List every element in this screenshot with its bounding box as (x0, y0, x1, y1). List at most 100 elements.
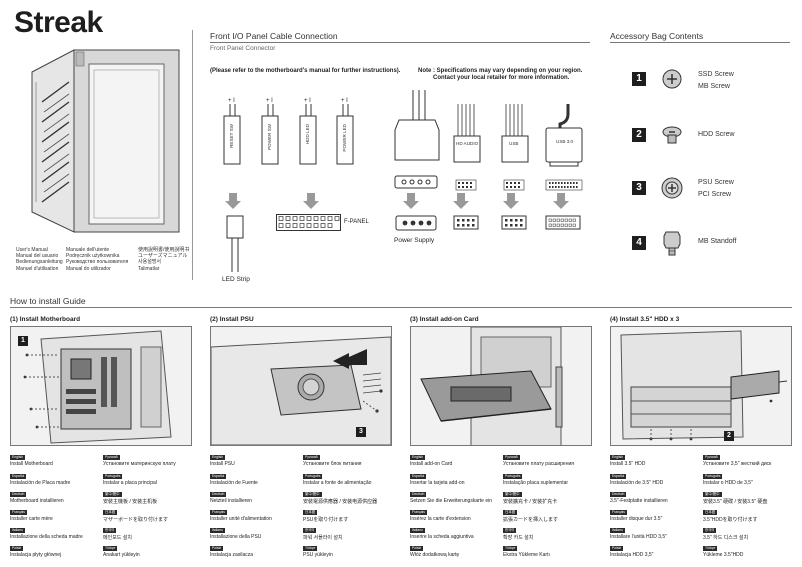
language-tag: Français (10, 510, 28, 515)
language-text: Instalación de 3.5" HDD (610, 480, 664, 486)
language-tag: Português (703, 474, 723, 479)
language-text: 3.5"HDDを取り付けます (703, 517, 758, 523)
language-text: 파워 서플라이 설치 (303, 535, 343, 541)
heading-rule (610, 42, 790, 43)
power-supply-label: Power Supply (394, 237, 435, 244)
language-tag: 한국어 (503, 528, 517, 533)
manual-label: Talimatlar (138, 265, 160, 272)
language-tag: Italiano (610, 528, 625, 533)
language-tag: Polski (410, 546, 424, 551)
polarity-label: + I (304, 98, 311, 104)
language-tag: Deutsch (410, 492, 427, 497)
language-text: 메인보드 설치 (103, 535, 132, 541)
accessory-number: 1 (632, 72, 646, 86)
step-callout: 2 (724, 431, 734, 441)
mb-standoff-icon (663, 231, 681, 256)
language-text: 安裝擴充卡 / 安装扩充卡 (503, 499, 558, 505)
language-text: Instalación de Placa madre (10, 480, 71, 486)
language-text: Instalar o HDD de 3,5" (703, 480, 753, 486)
language-text: Insertar la tarjeta add-on (410, 480, 465, 486)
language-text: Inserire la scheda aggiuntiva (410, 534, 474, 540)
language-tag: Türkçe (503, 546, 518, 551)
language-text: Installazione della PSU (210, 534, 262, 540)
front-io-subheading: Front Panel Connector (210, 45, 276, 52)
language-text: Install Motherboard (10, 461, 53, 467)
language-text: 3.5" 하드 디스크 설치 (703, 535, 749, 541)
language-text: Instalación de Fuente (210, 480, 258, 486)
language-tag: English (210, 455, 226, 460)
language-text: Installer disque dur 3.5" (610, 516, 663, 522)
led-strip-connector (226, 215, 244, 272)
language-text: Yükleme 3.5"HDD (703, 552, 744, 558)
psu-screw-icon (661, 177, 683, 199)
language-text: Instalacja HDD 3,5" (610, 552, 654, 558)
language-tag: 한국어 (303, 528, 317, 533)
accessory-label: HDD Screw (698, 129, 735, 141)
connector-power-sw: + I (266, 98, 273, 104)
language-text: Installer carte mère (10, 516, 53, 522)
accessory-line: PCI Screw (698, 191, 732, 198)
language-tag: Русский (303, 455, 320, 460)
manual-label: Manual del usuario (16, 253, 59, 260)
language-tag: Italiano (210, 528, 225, 533)
language-tag: Русский (103, 455, 120, 460)
language-text: Install 3.5" HDD (610, 461, 646, 467)
language-tag: 繁中/簡中 (703, 492, 722, 497)
divider (192, 30, 193, 280)
language-tag: Русский (503, 455, 520, 460)
language-tag: Italiano (10, 528, 25, 533)
language-text: Installer unité d'alimentation (210, 516, 272, 522)
ssd-screw-icon (662, 69, 682, 89)
language-tag: Polski (610, 546, 624, 551)
language-tag: Italiano (410, 528, 425, 533)
language-tag: 繁中/簡中 (503, 492, 522, 497)
language-text: Installare l'unità HDD 3,5" (610, 534, 667, 540)
language-tag: Português (503, 474, 523, 479)
language-text: Ekstra Yükleme Kartı (503, 552, 550, 558)
language-tag: Deutsch (210, 492, 227, 497)
fpanel-label: F-PANEL (344, 219, 369, 225)
molex-socket (395, 215, 437, 231)
step-title: (1) Install Motherboard (10, 316, 81, 323)
language-tag: Español (610, 474, 627, 479)
step-illustration-motherboard (10, 326, 192, 446)
step-illustration-psu (210, 326, 392, 446)
language-tag: Español (210, 474, 227, 479)
language-text: マザーボードを取り付けます (103, 517, 169, 523)
language-tag: Türkçe (703, 546, 718, 551)
language-text: Motherboard installieren (10, 498, 64, 504)
manual-label: Manuel d'utilisation (16, 265, 59, 272)
language-tag: Español (410, 474, 427, 479)
accessory-heading: Accessory Bag Contents (610, 31, 704, 41)
accessory-line: PSU Screw (698, 179, 734, 186)
language-tag: Polski (210, 546, 224, 551)
usb-label: USB (509, 141, 519, 146)
language-text: Instalacja płyty głównej (10, 552, 62, 558)
language-tag: Deutsch (10, 492, 27, 497)
language-text: 安裝主機板 / 安装主机板 (103, 499, 158, 505)
language-tag: 日本語 (103, 510, 118, 515)
connector-label: RESET SW (229, 124, 234, 148)
polarity-label: + I (341, 98, 348, 104)
language-text: Install add-on Card (410, 461, 453, 467)
fpanel-header (276, 214, 341, 231)
language-text: Netzteil installieren (210, 498, 252, 504)
connector-power-led: + I (341, 98, 348, 104)
accessory-line: MB Standoff (698, 238, 737, 245)
step-callout: 1 (18, 336, 28, 346)
accessory-label: SSD Screw MB Screw (698, 69, 734, 93)
step-title: (2) Install PSU (210, 316, 254, 323)
manual-label-col3: 使用說明書/使用說明书 ユーザーズマニュアル 사용설명서 Talimatlar (138, 247, 189, 272)
molex-connector (394, 90, 440, 189)
language-tag: English (610, 455, 626, 460)
manual-label: Руководство пользователя (66, 259, 129, 266)
usb-sockets (453, 215, 581, 230)
language-tag: Français (210, 510, 228, 515)
accessory-line: HDD Screw (698, 131, 735, 138)
language-text: PSUを取り付けます (303, 517, 349, 523)
language-text: Установите материнскую плату (103, 461, 176, 467)
language-tag: Français (410, 510, 428, 515)
language-text: Instalar a placa principal (103, 480, 157, 486)
manual-label: 使用說明書/使用說明书 (138, 247, 190, 253)
accessory-number: 2 (632, 128, 646, 142)
